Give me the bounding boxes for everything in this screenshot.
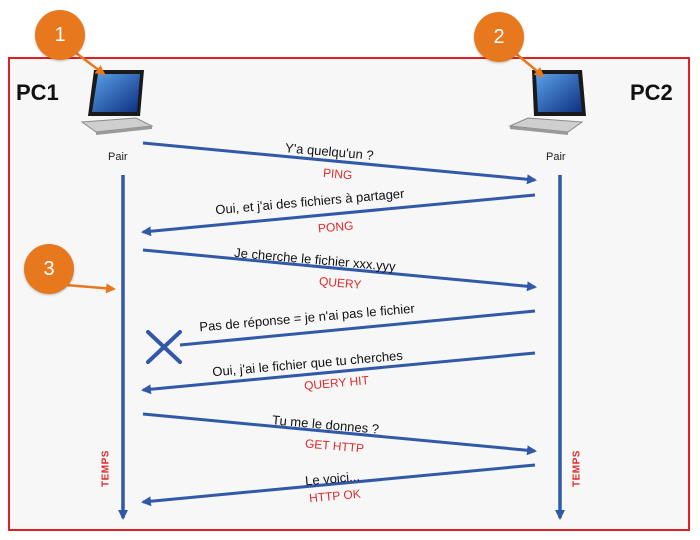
laptop-icon: [508, 70, 586, 135]
message-arrow: [142, 248, 537, 292]
cross-icon: [146, 330, 182, 364]
message-arrow: [141, 193, 536, 237]
badge-pointer: [513, 51, 545, 78]
peer-label-pc2: PC2: [630, 80, 673, 105]
message-arrow: [141, 351, 536, 395]
timeline-label-pc1: TEMPS: [100, 450, 112, 487]
timeline-label-pc2: TEMPS: [571, 450, 583, 487]
pair-label-pc2: Pair: [546, 151, 566, 163]
step-badge-2: 2: [474, 12, 524, 62]
step-badge-1: 1: [35, 10, 85, 60]
step-badge-3: 3: [24, 244, 74, 294]
message-arrow: [179, 309, 536, 347]
message-arrow: [142, 412, 537, 456]
laptop-icon: [80, 70, 154, 135]
badge-pointer: [65, 283, 116, 294]
message-arrow: [142, 141, 537, 185]
pair-label-pc1: Pair: [108, 151, 128, 163]
badge-pointer: [71, 49, 106, 76]
peer-label-pc1: PC1: [16, 80, 59, 105]
message-arrow: [141, 463, 536, 507]
message-protocol: PING: [322, 165, 353, 183]
